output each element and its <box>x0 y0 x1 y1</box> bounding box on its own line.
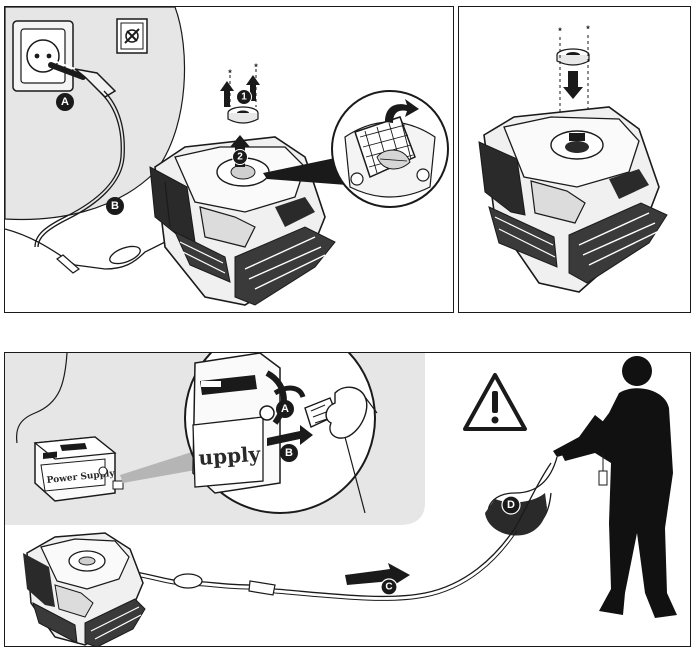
down-arrow-icon <box>563 71 583 99</box>
deploy-illustration: Power Supply upply A <box>5 353 677 646</box>
unplug-illustration: A B <box>5 7 449 306</box>
mains-cable <box>15 353 68 444</box>
panel-connect-and-deploy: Power Supply upply A <box>4 352 691 647</box>
zoom-connector <box>263 157 347 185</box>
panel-reinstall-filter: * * <box>458 6 691 313</box>
warning-triangle-icon <box>463 373 527 431</box>
callout-b-bottom: B <box>280 444 298 462</box>
cable-swivel <box>109 245 141 265</box>
step-1-badge: 1 <box>236 89 252 105</box>
person-silhouette <box>553 356 677 618</box>
callout-a-top-label: A <box>61 96 69 108</box>
callout-c-bottom: C <box>380 578 398 596</box>
screw-marker-right: * <box>254 62 258 72</box>
cable-connector <box>248 580 276 596</box>
reinstall-illustration: * * <box>478 24 668 293</box>
power-supply-zoom-label: upply <box>198 442 263 470</box>
zoom-connector <box>120 451 201 483</box>
connector-zoom: upply <box>184 353 378 514</box>
pool-robot <box>478 106 668 293</box>
power-supply-unit: Power Supply <box>33 436 124 502</box>
callout-b-bottom-label: B <box>285 447 293 459</box>
cable-connector <box>56 254 80 274</box>
callout-d-bottom: D <box>501 495 521 515</box>
robot-cable <box>5 228 186 270</box>
callout-a-top: A <box>56 93 74 111</box>
step-2-badge: 2 <box>232 149 248 165</box>
callout-b-top: B <box>106 197 124 215</box>
step-1-label: 1 <box>241 92 247 103</box>
pool-robot <box>23 532 146 646</box>
screw-marker-left: * <box>228 68 232 78</box>
wall-socket-icon <box>12 20 74 92</box>
cable-loop-arrow <box>485 493 547 536</box>
filter-basket-zoom <box>331 90 449 208</box>
floating-cable-edge <box>129 530 518 601</box>
callout-d-bottom-label: D <box>507 499 515 511</box>
screw-marker-right: * <box>586 24 590 34</box>
cable-swivel <box>173 573 203 589</box>
callout-b-top-label: B <box>111 200 119 212</box>
filter-lid-reinstall: * * <box>556 24 590 117</box>
direction-arrow-icon <box>345 563 410 587</box>
callout-a-bottom: A <box>276 400 294 418</box>
power-plug-icon <box>34 58 125 248</box>
screw-marker-left: * <box>558 26 562 36</box>
step-2-label: 2 <box>237 152 243 163</box>
callout-c-bottom-label: C <box>385 582 392 593</box>
callout-a-bottom-label: A <box>281 403 289 415</box>
panel-unplug-and-remove-filter: A B <box>4 6 454 313</box>
socket-inset-icon <box>116 18 148 54</box>
connect-arrow-icon <box>267 425 313 446</box>
